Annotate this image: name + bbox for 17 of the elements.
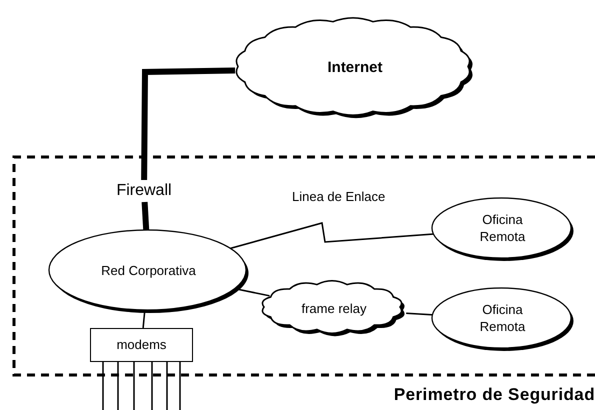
modems-box: modems [90,328,193,362]
office-ellipse: Oficina Remota [430,286,575,352]
connector-line [102,362,104,410]
connector-line [230,222,434,250]
connector-line [179,362,181,410]
connector-line [142,310,146,328]
connector-line [133,362,135,410]
thick-connector [142,202,150,232]
office-ellipse: Oficina Remota [430,196,575,262]
connector-line [166,362,168,410]
connector-line [151,362,153,410]
connector-line [406,312,434,316]
connector-line [117,362,119,410]
firewall-label: Firewall [98,180,190,202]
network-ellipse: Red Corporativa [47,228,250,314]
perimeter-label: Perimetro de Seguridad [394,384,595,406]
thick-connector [141,68,236,180]
